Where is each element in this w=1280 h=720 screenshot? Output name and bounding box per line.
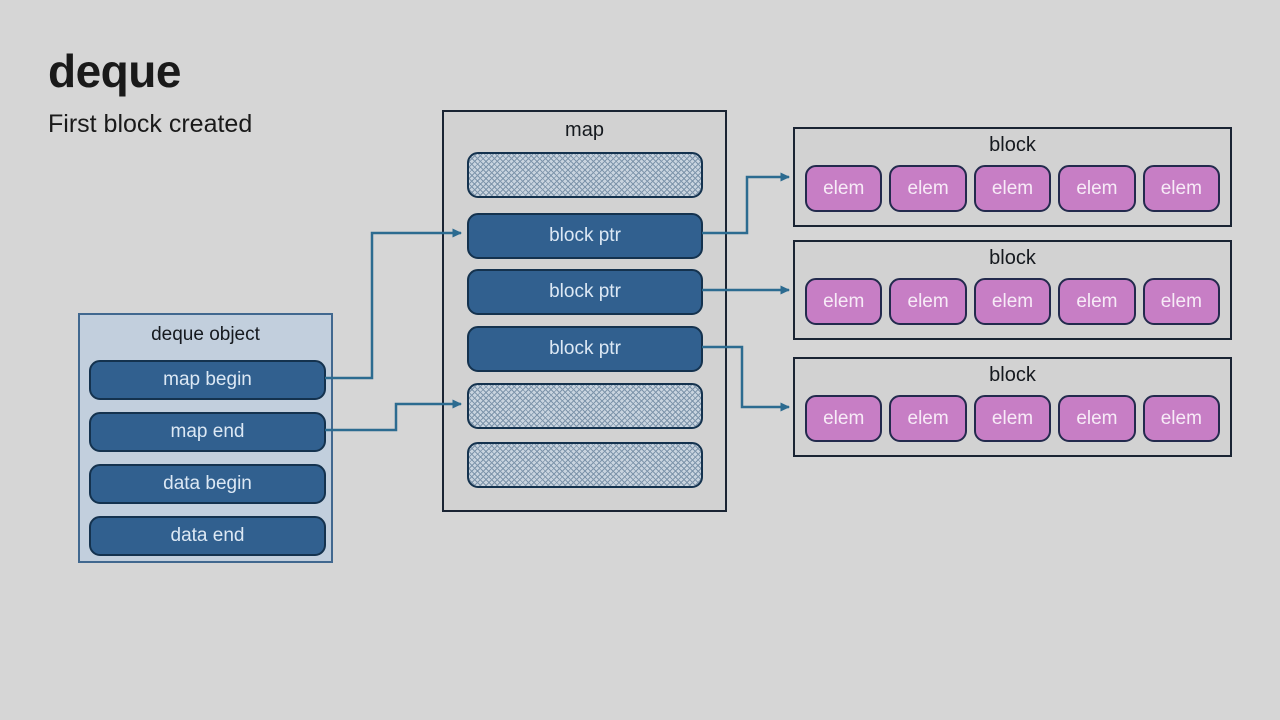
elem-cell-0-3: elem bbox=[1058, 165, 1136, 212]
elem-cell-0-4: elem bbox=[1142, 165, 1221, 212]
block-2-elem-row: elem elem elem elem elem bbox=[805, 395, 1221, 442]
map-slot-empty-5 bbox=[467, 442, 703, 488]
map-title: map bbox=[565, 119, 604, 141]
block-0-title: block bbox=[989, 134, 1036, 156]
map-slot-block-ptr-1: block ptr bbox=[467, 213, 703, 259]
block-box-0: block elem elem elem elem elem bbox=[793, 127, 1232, 227]
arrow-map-end-to-slot4 bbox=[325, 399, 462, 432]
map-slot-empty-0 bbox=[467, 152, 703, 198]
map-slot-block-ptr-3: block ptr bbox=[467, 326, 703, 372]
field-map-begin: map begin bbox=[89, 360, 326, 400]
map-slot-empty-4 bbox=[467, 383, 703, 429]
field-map-end: map end bbox=[89, 412, 326, 452]
elem-cell-1-3: elem bbox=[1058, 278, 1136, 325]
deque-object-box: deque object map begin map end data begi… bbox=[78, 313, 333, 563]
elem-cell-2-2: elem bbox=[973, 395, 1052, 442]
block-box-1: block elem elem elem elem elem bbox=[793, 240, 1232, 340]
elem-cell-2-4: elem bbox=[1142, 395, 1221, 442]
map-slot-block-ptr-2: block ptr bbox=[467, 269, 703, 315]
block-1-title: block bbox=[989, 247, 1036, 269]
elem-cell-1-2: elem bbox=[973, 278, 1052, 325]
elem-cell-2-1: elem bbox=[889, 395, 967, 442]
field-data-begin: data begin bbox=[89, 464, 326, 504]
block-2-title: block bbox=[989, 364, 1036, 386]
block-0-elem-row: elem elem elem elem elem bbox=[805, 165, 1221, 212]
page-subtitle: First block created bbox=[48, 110, 253, 138]
arrow-map-begin-to-slot1 bbox=[325, 228, 462, 380]
elem-cell-0-1: elem bbox=[889, 165, 967, 212]
elem-cell-1-0: elem bbox=[805, 278, 883, 325]
field-data-end: data end bbox=[89, 516, 326, 556]
elem-cell-0-2: elem bbox=[973, 165, 1052, 212]
elem-cell-2-0: elem bbox=[805, 395, 883, 442]
block-1-elem-row: elem elem elem elem elem bbox=[805, 278, 1221, 325]
block-box-2: block elem elem elem elem elem bbox=[793, 357, 1232, 457]
deque-object-title: deque object bbox=[151, 324, 260, 345]
elem-cell-2-3: elem bbox=[1058, 395, 1136, 442]
elem-cell-1-4: elem bbox=[1142, 278, 1221, 325]
elem-cell-0-0: elem bbox=[805, 165, 883, 212]
page-title: deque bbox=[48, 45, 181, 97]
map-box: map block ptr block ptr block ptr bbox=[442, 110, 727, 512]
elem-cell-1-1: elem bbox=[889, 278, 967, 325]
